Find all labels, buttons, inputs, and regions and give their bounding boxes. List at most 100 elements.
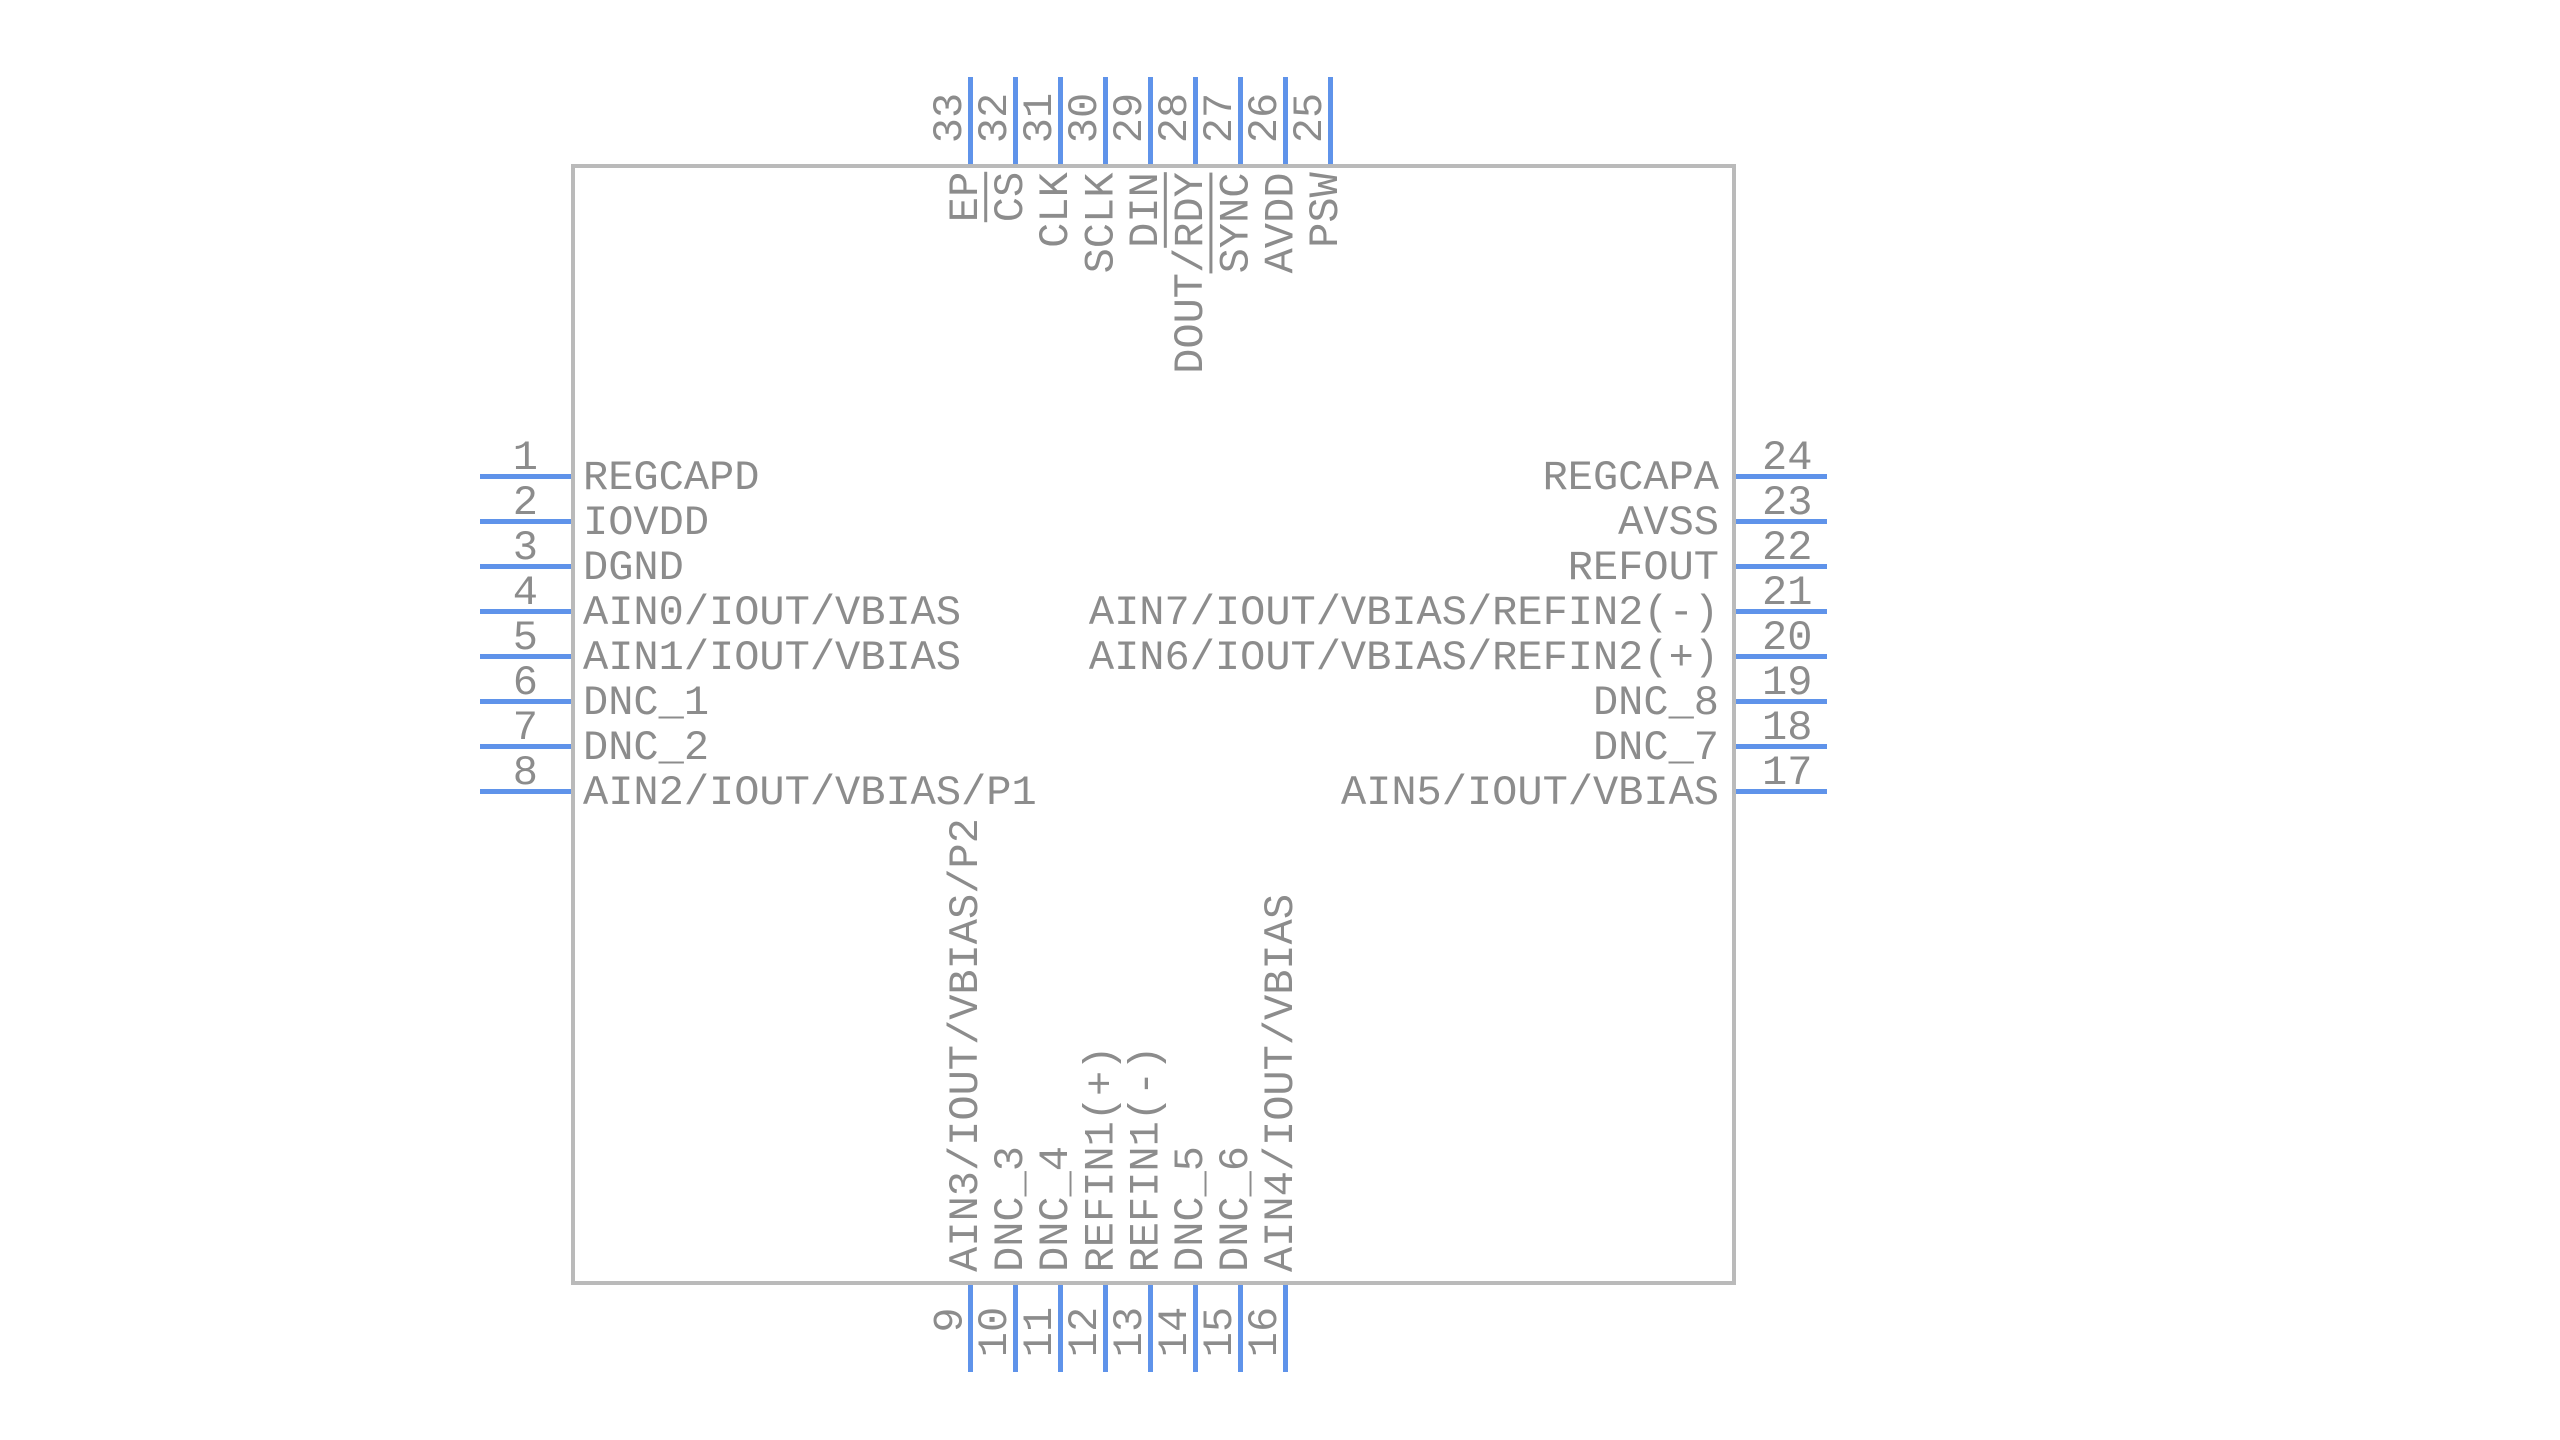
pin-line bbox=[1736, 609, 1827, 614]
pin-label: SYNC bbox=[1211, 172, 1260, 273]
pin-number: 16 bbox=[1241, 1306, 1290, 1358]
pin-label: DNC_3 bbox=[987, 1145, 1036, 1273]
pin-label: AIN2/IOUT/VBIAS/P1 bbox=[583, 769, 1037, 817]
pin-label: AIN5/IOUT/VBIAS bbox=[1340, 769, 1719, 817]
pin-label: DIN bbox=[1121, 172, 1170, 248]
pin-number: 29 bbox=[1106, 92, 1155, 144]
pin-line bbox=[1736, 744, 1827, 749]
pin-label: AVSS bbox=[1618, 499, 1719, 547]
pin-number: 24 bbox=[1762, 434, 1813, 482]
pin-number: 28 bbox=[1151, 92, 1200, 144]
pin-line bbox=[968, 77, 973, 164]
pin-line bbox=[480, 654, 571, 659]
pin-number: 18 bbox=[1762, 704, 1813, 752]
pin-label: DGND bbox=[583, 544, 684, 592]
pin-label: AIN6/IOUT/VBIAS/REFIN2(+) bbox=[1088, 634, 1719, 682]
pin-line bbox=[1328, 77, 1333, 164]
pin-number: 3 bbox=[512, 524, 538, 572]
pin-line bbox=[1736, 654, 1827, 659]
pin-line bbox=[1736, 474, 1827, 479]
pin-number: 17 bbox=[1762, 749, 1813, 797]
pin-line bbox=[480, 699, 571, 704]
pin-line bbox=[1736, 564, 1827, 569]
pin-line bbox=[480, 474, 571, 479]
pin-label: REGCAPD bbox=[583, 454, 760, 502]
pin-number: 20 bbox=[1762, 614, 1813, 662]
pin-label: DNC_7 bbox=[1592, 724, 1719, 772]
pin-label: IOVDD bbox=[583, 499, 710, 547]
label-segment: DOUT/ bbox=[1166, 247, 1215, 374]
pin-line bbox=[1058, 77, 1063, 164]
pin-line bbox=[1148, 1285, 1153, 1372]
pin-label: SCLK bbox=[1076, 172, 1125, 273]
pin-label: AIN3/IOUT/VBIAS/P2 bbox=[941, 818, 990, 1272]
pin-line bbox=[1103, 1285, 1108, 1372]
pin-number: 22 bbox=[1762, 524, 1813, 572]
pin-number: 30 bbox=[1061, 92, 1110, 144]
pin-line bbox=[1238, 77, 1243, 164]
pin-number: 7 bbox=[512, 704, 538, 752]
label-overline-segment: RDY bbox=[1166, 172, 1215, 248]
pin-label: CLK bbox=[1031, 172, 1080, 248]
pin-number: 26 bbox=[1241, 92, 1290, 144]
pin-label: AIN7/IOUT/VBIAS/REFIN2(-) bbox=[1088, 589, 1719, 637]
pin-number: 4 bbox=[512, 569, 538, 617]
pin-line bbox=[1013, 77, 1018, 164]
pin-label: AIN4/IOUT/VBIAS bbox=[1257, 893, 1306, 1273]
pin-number: 6 bbox=[512, 659, 538, 707]
pin-line bbox=[480, 609, 571, 614]
pin-number: 23 bbox=[1762, 479, 1813, 527]
pin-label: DOUT/RDY bbox=[1166, 172, 1215, 374]
pin-label: DNC_2 bbox=[583, 724, 710, 772]
pin-label: REGCAPA bbox=[1542, 454, 1719, 502]
pin-line bbox=[1193, 77, 1198, 164]
pin-number: 19 bbox=[1762, 659, 1813, 707]
pin-line bbox=[480, 789, 571, 794]
pin-line bbox=[1193, 1285, 1198, 1372]
pin-line bbox=[1058, 1285, 1063, 1372]
symbol-body bbox=[571, 164, 1736, 1285]
pin-label: DNC_4 bbox=[1032, 1145, 1081, 1273]
pin-label: PSW bbox=[1301, 172, 1350, 248]
pin-number: 31 bbox=[1016, 92, 1065, 144]
pin-label: DNC_5 bbox=[1167, 1145, 1216, 1273]
pin-line bbox=[1238, 1285, 1243, 1372]
pin-number: 2 bbox=[512, 479, 538, 527]
pin-line bbox=[480, 564, 571, 569]
pin-number: 12 bbox=[1061, 1306, 1110, 1358]
pin-line bbox=[968, 1285, 973, 1372]
pin-label: DNC_6 bbox=[1212, 1145, 1261, 1273]
pin-number: 32 bbox=[971, 92, 1020, 144]
pin-label: DNC_1 bbox=[583, 679, 710, 727]
pin-number: 11 bbox=[1016, 1306, 1065, 1358]
pin-line bbox=[1736, 699, 1827, 704]
pin-label: DNC_8 bbox=[1592, 679, 1719, 727]
pin-number: 9 bbox=[926, 1306, 975, 1333]
pin-line bbox=[1103, 77, 1108, 164]
pin-number: 8 bbox=[512, 749, 538, 797]
pin-number: 5 bbox=[512, 614, 538, 662]
pin-line bbox=[1736, 519, 1827, 524]
pin-number: 14 bbox=[1151, 1306, 1200, 1358]
label-overline-segment: SYNC bbox=[1211, 172, 1260, 273]
pin-line bbox=[1013, 1285, 1018, 1372]
pin-line bbox=[480, 519, 571, 524]
pin-number: 1 bbox=[512, 434, 538, 482]
pin-line bbox=[1283, 1285, 1288, 1372]
pin-number: 10 bbox=[971, 1306, 1020, 1358]
pin-line bbox=[480, 744, 571, 749]
pin-number: 13 bbox=[1106, 1306, 1155, 1358]
label-overline-segment: CS bbox=[987, 171, 1036, 223]
pin-label: AVDD bbox=[1256, 172, 1305, 273]
pin-line bbox=[1148, 77, 1153, 164]
pin-label: CS bbox=[987, 171, 1036, 223]
pin-number: 33 bbox=[926, 92, 975, 144]
pin-number: 27 bbox=[1196, 92, 1245, 144]
pin-label: AIN0/IOUT/VBIAS bbox=[583, 589, 962, 637]
pin-number: 21 bbox=[1762, 569, 1813, 617]
pin-label: REFIN1(+) bbox=[1076, 1045, 1125, 1272]
pin-label: EP bbox=[942, 171, 991, 223]
pin-number: 25 bbox=[1286, 92, 1335, 144]
pin-line bbox=[1736, 789, 1827, 794]
